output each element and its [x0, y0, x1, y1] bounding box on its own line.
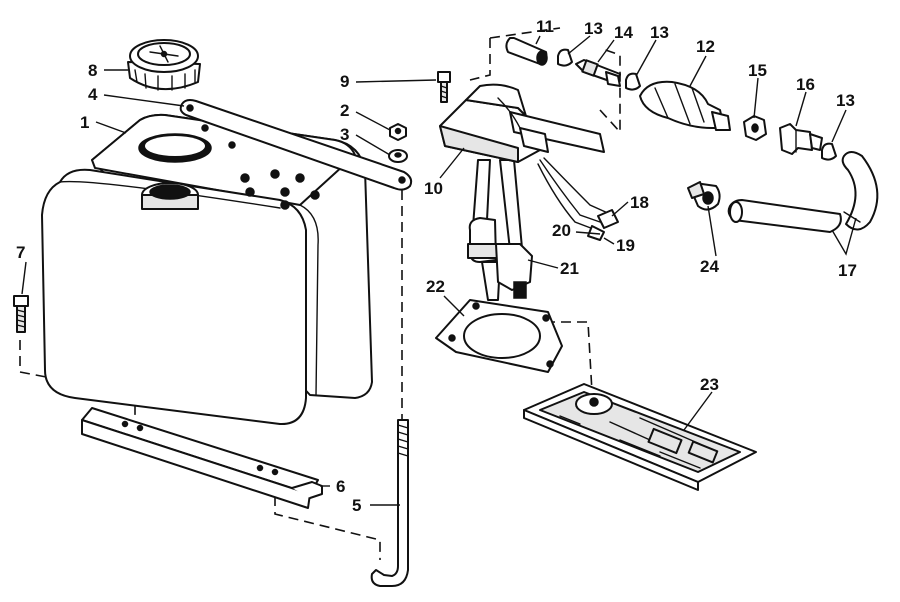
callout-22: 22 — [426, 277, 445, 296]
callout-6: 6 — [336, 477, 345, 496]
callout-13c: 13 — [836, 91, 855, 110]
fuel-tank — [41, 113, 373, 426]
nut-15 — [743, 115, 767, 141]
callout-1: 1 — [80, 113, 89, 132]
gasket — [435, 299, 563, 373]
j-bolt — [370, 419, 409, 587]
callout-13b: 13 — [650, 23, 669, 42]
callout-14: 14 — [614, 23, 633, 42]
callout-11: 11 — [536, 17, 554, 36]
callout-3: 3 — [340, 125, 349, 144]
callout-19: 19 — [616, 236, 635, 255]
gauge-wires — [537, 157, 619, 241]
tank-strap — [179, 99, 413, 191]
hose-clamp — [687, 181, 721, 211]
leader-lines — [21, 35, 857, 506]
fuel-hose — [727, 151, 879, 233]
callout-18: 18 — [630, 193, 649, 212]
callout-4: 4 — [88, 85, 98, 104]
fitting-14 — [575, 59, 621, 87]
bolt-7 — [13, 295, 29, 333]
sender-plate — [523, 383, 757, 491]
callout-7: 7 — [16, 243, 25, 262]
callout-8: 8 — [88, 61, 97, 80]
filler-cap — [127, 39, 201, 91]
callout-15: 15 — [748, 61, 767, 80]
callout-23: 23 — [700, 375, 719, 394]
mounting-bracket — [81, 407, 323, 509]
callout-12: 12 — [696, 37, 715, 56]
screw-9 — [437, 71, 451, 103]
callout-24: 24 — [700, 257, 719, 276]
callout-2: 2 — [340, 101, 349, 120]
callout-labels: 1 2 3 4 5 6 7 8 9 10 11 12 13 13 13 14 1… — [16, 17, 857, 515]
callout-9: 9 — [340, 72, 349, 91]
clamp-13-right — [821, 142, 837, 161]
callout-21: 21 — [560, 259, 579, 278]
callout-5: 5 — [352, 496, 361, 515]
washer-3 — [388, 149, 408, 163]
fuel-pickup-housing — [439, 83, 605, 301]
clamp-13-mid — [625, 72, 641, 91]
callout-20: 20 — [552, 221, 571, 240]
primer-bulb — [639, 80, 731, 131]
hose-fitting-16 — [779, 123, 823, 155]
callout-16: 16 — [796, 75, 815, 94]
connector-tube — [505, 37, 548, 66]
callout-13a: 13 — [584, 19, 603, 38]
callout-10: 10 — [424, 179, 443, 198]
callout-17: 17 — [838, 261, 857, 280]
nut-2 — [389, 123, 407, 141]
